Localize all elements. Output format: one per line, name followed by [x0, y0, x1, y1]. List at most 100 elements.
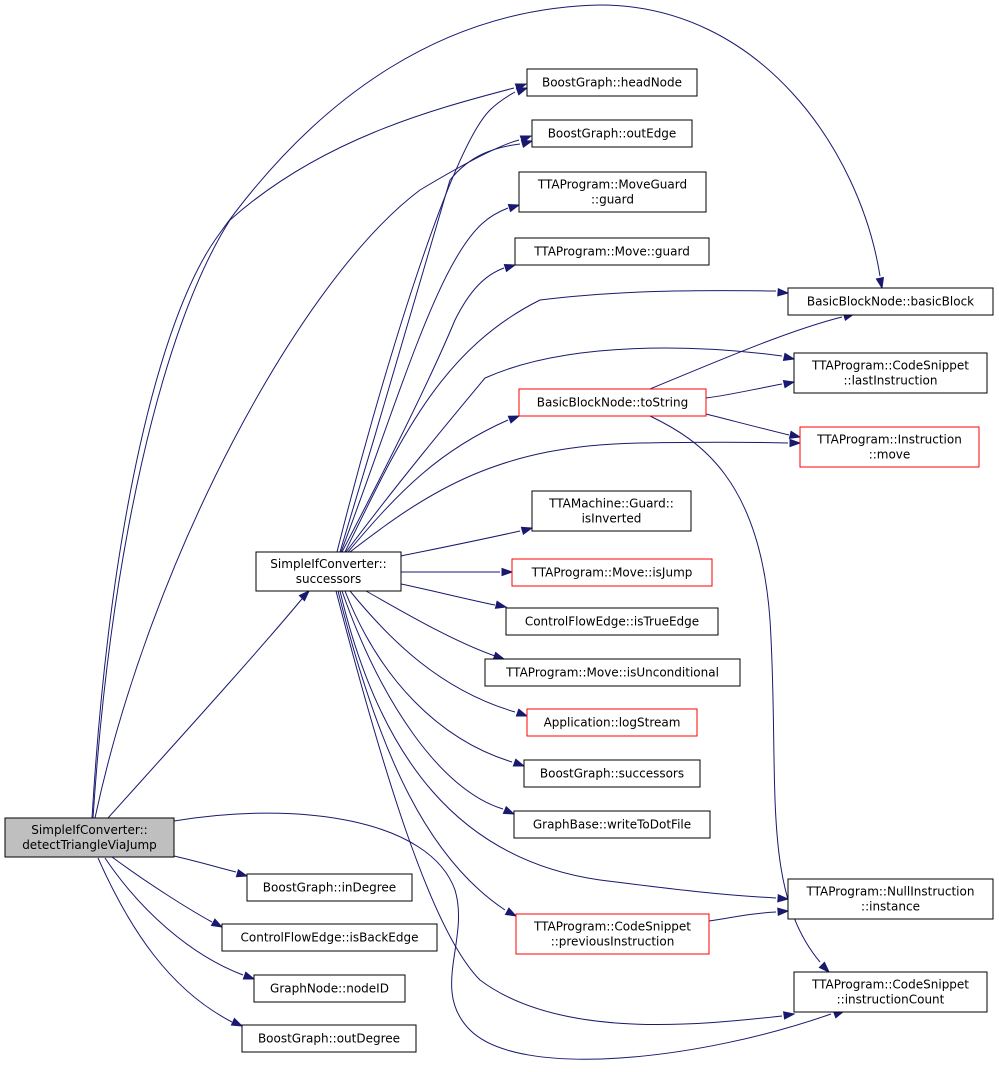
- node-box: [531, 119, 693, 148]
- edge-line: [340, 207, 509, 553]
- edge-line: [92, 87, 515, 819]
- edge-line: [173, 812, 832, 1060]
- node-label: ::move: [869, 448, 911, 462]
- node-bgsucc[interactable]: BoostGraph::successors: [523, 759, 701, 788]
- arrow-head-icon: [494, 600, 508, 609]
- node-box: [513, 810, 711, 839]
- node-isinverted[interactable]: TTAMachine::Guard::isInverted: [531, 490, 692, 532]
- edge-succ-to-istrueedge: [400, 583, 508, 609]
- edge-succ-to-isjump: [400, 567, 514, 577]
- node-label: ControlFlowEdge::isBackEdge: [241, 931, 419, 945]
- node-writedot[interactable]: GraphBase::writeToDotFile: [513, 810, 711, 839]
- node-box: [255, 551, 402, 592]
- node-istrueedge[interactable]: ControlFlowEdge::isTrueEdge: [505, 607, 719, 636]
- node-label: SimpleIfConverter::: [31, 823, 147, 837]
- edge-succ-to-isinverted: [400, 526, 534, 557]
- edge-succ-to-instrcount: [335, 590, 796, 1025]
- edge-succ-to-writedot: [341, 590, 516, 815]
- node-outedge[interactable]: BoostGraph::outEdge: [531, 119, 693, 148]
- edge-line: [400, 583, 496, 606]
- node-label: ControlFlowEdge::isTrueEdge: [525, 615, 699, 629]
- edges-layer: [91, 4, 885, 1060]
- node-basicblock[interactable]: BasicBlockNode::basicBlock: [787, 287, 994, 316]
- arrow-head-icon: [777, 893, 790, 903]
- node-label: ::previousInstruction: [551, 935, 675, 949]
- edge-line: [365, 590, 496, 657]
- node-label: TTAProgram::Move::isJump: [531, 566, 693, 580]
- edge-succ-to-bgsucc: [344, 590, 526, 767]
- edge-line: [344, 590, 513, 763]
- node-label: ::guard: [591, 193, 634, 207]
- node-box: [241, 1024, 417, 1053]
- edge-line: [339, 143, 521, 553]
- node-box: [518, 171, 707, 213]
- node-label: TTAProgram::CodeSnippet: [811, 978, 969, 992]
- node-isbackedge[interactable]: ControlFlowEdge::isBackEdge: [221, 923, 438, 952]
- arrow-head-icon: [789, 438, 802, 448]
- node-box: [253, 974, 406, 1003]
- node-moveguard2[interactable]: TTAProgram::Move::guard: [514, 237, 710, 266]
- node-label: successors: [296, 572, 361, 586]
- node-label: BoostGraph::outDegree: [258, 1032, 400, 1046]
- node-moveguard[interactable]: TTAProgram::MoveGuard::guard: [518, 171, 707, 213]
- node-root[interactable]: SimpleIfConverter::detectTriangleViaJump: [4, 817, 175, 858]
- edge-root-to-basicblock: [91, 4, 885, 819]
- edge-line: [173, 855, 237, 873]
- edge-line: [91, 4, 881, 819]
- node-label: GraphNode::nodeID: [270, 982, 389, 996]
- edge-line: [347, 419, 509, 553]
- node-label: SimpleIfConverter::: [270, 557, 386, 571]
- node-box: [518, 388, 707, 417]
- edge-line: [649, 415, 821, 963]
- node-previnstr[interactable]: TTAProgram::CodeSnippet::previousInstruc…: [515, 913, 710, 955]
- node-nullinstr[interactable]: TTAProgram::NullInstruction::instance: [787, 878, 994, 920]
- node-succ[interactable]: SimpleIfConverter::successors: [255, 551, 402, 592]
- edge-line: [344, 290, 777, 553]
- node-headnode[interactable]: BoostGraph::headNode: [526, 68, 698, 97]
- arrow-head-icon: [818, 961, 831, 974]
- edge-previnstr-to-nullinstr: [708, 907, 790, 922]
- node-label: TTAProgram::CodeSnippet: [533, 920, 691, 934]
- node-indegree[interactable]: BoostGraph::inDegree: [246, 873, 413, 902]
- node-instrcount[interactable]: TTAProgram::CodeSnippet::instructionCoun…: [793, 971, 988, 1013]
- node-label: TTAMachine::Guard::: [548, 497, 674, 511]
- node-nodeid[interactable]: GraphNode::nodeID: [253, 974, 406, 1003]
- arrow-head-icon: [504, 907, 518, 917]
- node-lastinstr[interactable]: TTAProgram::CodeSnippet::lastInstruction: [793, 352, 988, 394]
- node-isjump[interactable]: TTAProgram::Move::isJump: [511, 558, 713, 587]
- edge-succ-to-moveguard: [340, 203, 521, 553]
- node-label: isInverted: [582, 512, 642, 526]
- nodes-layer: SimpleIfConverter::detectTriangleViaJump…: [4, 68, 994, 1053]
- edge-line: [337, 590, 506, 911]
- arrow-head-icon: [298, 589, 311, 602]
- arrow-head-icon: [501, 567, 514, 577]
- edge-line: [94, 139, 520, 819]
- arrow-head-icon: [507, 203, 521, 213]
- node-label: BoostGraph::headNode: [542, 76, 682, 90]
- node-box: [515, 913, 710, 955]
- node-label: BoostGraph::inDegree: [263, 881, 396, 895]
- edge-line: [339, 590, 777, 899]
- node-box: [523, 759, 701, 788]
- edge-root-to-headnode: [92, 83, 528, 819]
- node-label: Application::logStream: [544, 716, 681, 730]
- edge-line: [349, 441, 789, 553]
- node-instrmove[interactable]: TTAProgram::Instruction::move: [799, 426, 980, 468]
- arrow-head-icon: [503, 263, 517, 273]
- node-label: BoostGraph::successors: [540, 767, 684, 781]
- arrow-head-icon: [777, 287, 790, 297]
- edge-succ-to-instrmove: [349, 438, 802, 553]
- node-tostring[interactable]: BasicBlockNode::toString: [518, 388, 707, 417]
- edge-succ-to-logstream: [349, 590, 529, 717]
- node-isuncond[interactable]: TTAProgram::Move::isUnconditional: [484, 658, 741, 687]
- node-label: detectTriangleViaJump: [22, 838, 157, 852]
- node-box: [246, 873, 413, 902]
- arrow-head-icon: [492, 651, 506, 660]
- node-label: BasicBlockNode::toString: [537, 396, 689, 410]
- node-label: TTAProgram::CodeSnippet: [811, 359, 969, 373]
- edge-root-to-indegree: [173, 855, 249, 878]
- node-outdegree[interactable]: BoostGraph::outDegree: [241, 1024, 417, 1053]
- node-logstream[interactable]: Application::logStream: [526, 708, 698, 737]
- edge-line: [341, 267, 505, 553]
